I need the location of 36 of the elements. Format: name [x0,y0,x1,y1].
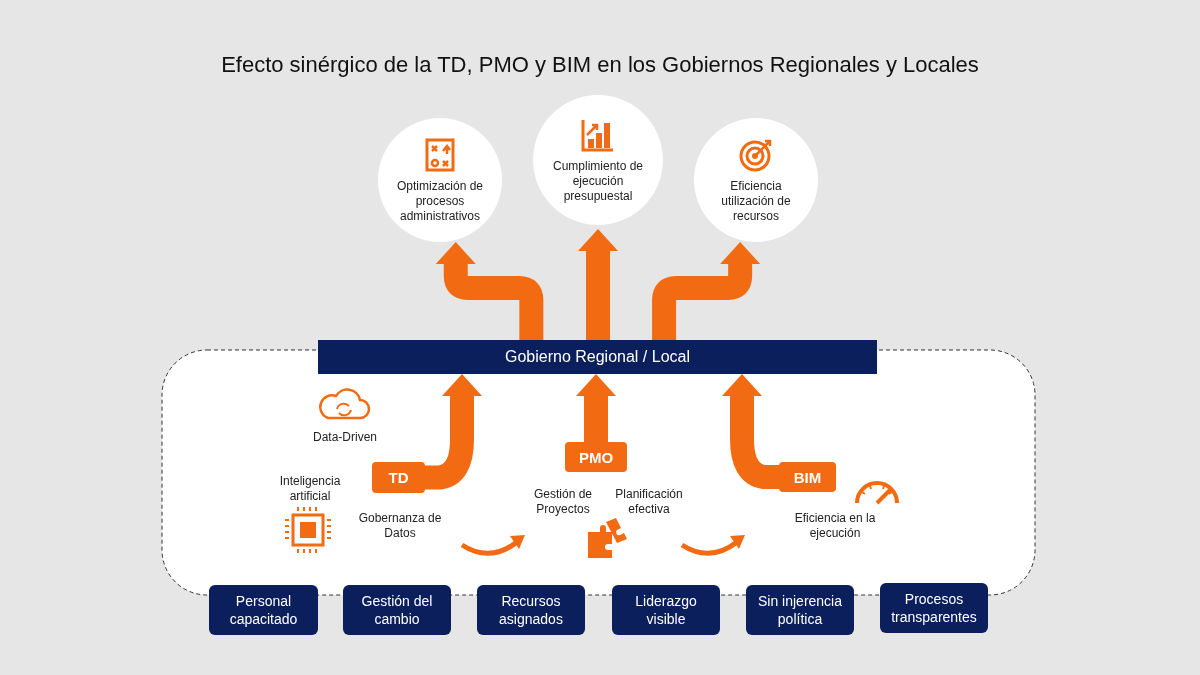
box-text: Gestión del cambio [360,592,434,628]
feature-label: Gestión de Proyectos [532,487,593,517]
arrow [722,374,779,489]
tag-box [372,462,425,493]
box-text: Personal capacitado [228,592,299,628]
tag-box [779,462,836,492]
outcome-text: Cumplimiento de ejecución presupuestal [551,158,644,204]
feature-label: Inteligencia artificial [278,474,342,504]
feature-label: Gobernanza de Datos [357,511,443,541]
government-bar [318,340,877,374]
factor-box [880,583,988,633]
feature-label: Eficiencia en la ejecución [793,511,877,541]
box-text: Sin injerencia política [756,592,844,628]
factor-box [343,585,451,635]
factor-box [209,585,318,635]
factor-box [746,585,854,635]
tag-box [565,442,627,472]
arrow [435,242,544,340]
box-text: Recursos asignados [498,592,564,628]
arrow [425,374,482,490]
outcome-text: Optimización de procesos administrativos [395,178,484,224]
box-text: BIM [793,468,822,486]
title: Efecto sinérgico de la TD, PMO y BIM en los Gobiernos Regionales y Locales [221,52,979,77]
arrow [576,374,616,442]
box-text: Liderazgo visible [634,592,698,628]
box-text: Procesos transparentes [890,590,978,626]
box-text: Gobierno Regional / Local [505,348,690,366]
box-text: TD [388,469,409,486]
factor-box [612,585,720,635]
feature-label: Data-Driven [312,430,378,445]
feature-label: Planificación efectiva [614,487,684,517]
arrow [652,242,761,340]
box-text: PMO [578,448,614,466]
arrow [578,229,618,340]
factor-box [477,585,585,635]
outcome-text: Eficiencia utilización de recursos [720,178,792,224]
